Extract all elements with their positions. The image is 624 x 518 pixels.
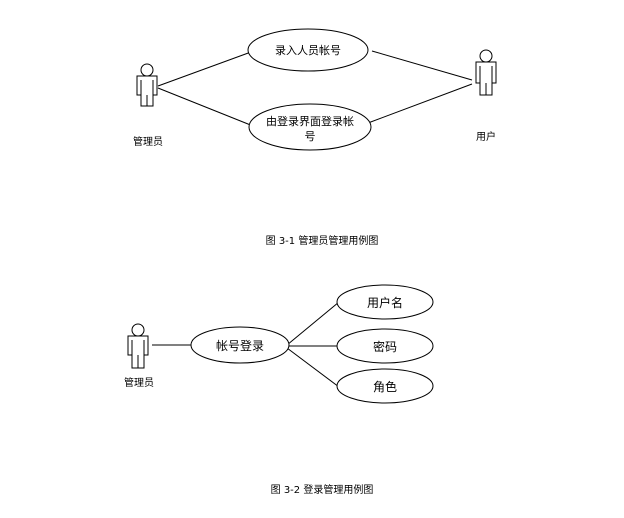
assoc-login-username	[286, 301, 340, 346]
use-case-enter-account-label: 录入人员帐号	[275, 44, 341, 57]
assoc-login-role	[286, 347, 340, 388]
use-case-role: 角色	[336, 368, 434, 404]
use-case-login-interface-label-line2: 号	[305, 130, 316, 143]
assoc-user-usecase2	[367, 83, 473, 124]
assoc-admin-usecase2	[157, 87, 254, 127]
figure-3-2-caption: 图 3-2 登录管理用例图	[271, 483, 374, 496]
figure-3-2: 管理员 帐号登录 用户名 密码 角色 图 3-2 登录管理用例图	[124, 284, 434, 496]
use-case-account-login-label: 帐号登录	[216, 338, 264, 353]
use-case-role-label: 角色	[373, 380, 397, 394]
use-case-password-label: 密码	[373, 339, 397, 354]
use-case-login-interface: 由登录界面登录帐 号	[248, 103, 372, 151]
actor-user-icon	[475, 49, 497, 96]
use-case-account-login: 帐号登录	[190, 326, 290, 364]
use-case-password: 密码	[336, 328, 434, 364]
actor-admin-2-label: 管理员	[124, 376, 154, 389]
actor-user-label: 用户	[476, 130, 496, 143]
actor-admin-2-icon	[127, 323, 149, 369]
figure-3-1: 管理员 用户 录入人员帐号 由登录界面登录帐 号 图 3-1 管理员管理用例图	[133, 28, 497, 247]
actor-admin-label: 管理员	[133, 135, 163, 148]
assoc-user-usecase1	[371, 50, 473, 81]
use-case-username-label: 用户名	[367, 295, 403, 310]
assoc-admin-usecase1	[157, 51, 252, 87]
actor-admin-icon	[136, 63, 158, 107]
use-case-username: 用户名	[336, 284, 434, 320]
figure-3-1-caption: 图 3-1 管理员管理用例图	[266, 234, 379, 247]
use-case-login-interface-label-line1: 由登录界面登录帐	[266, 114, 354, 128]
use-case-enter-account: 录入人员帐号	[247, 28, 369, 72]
